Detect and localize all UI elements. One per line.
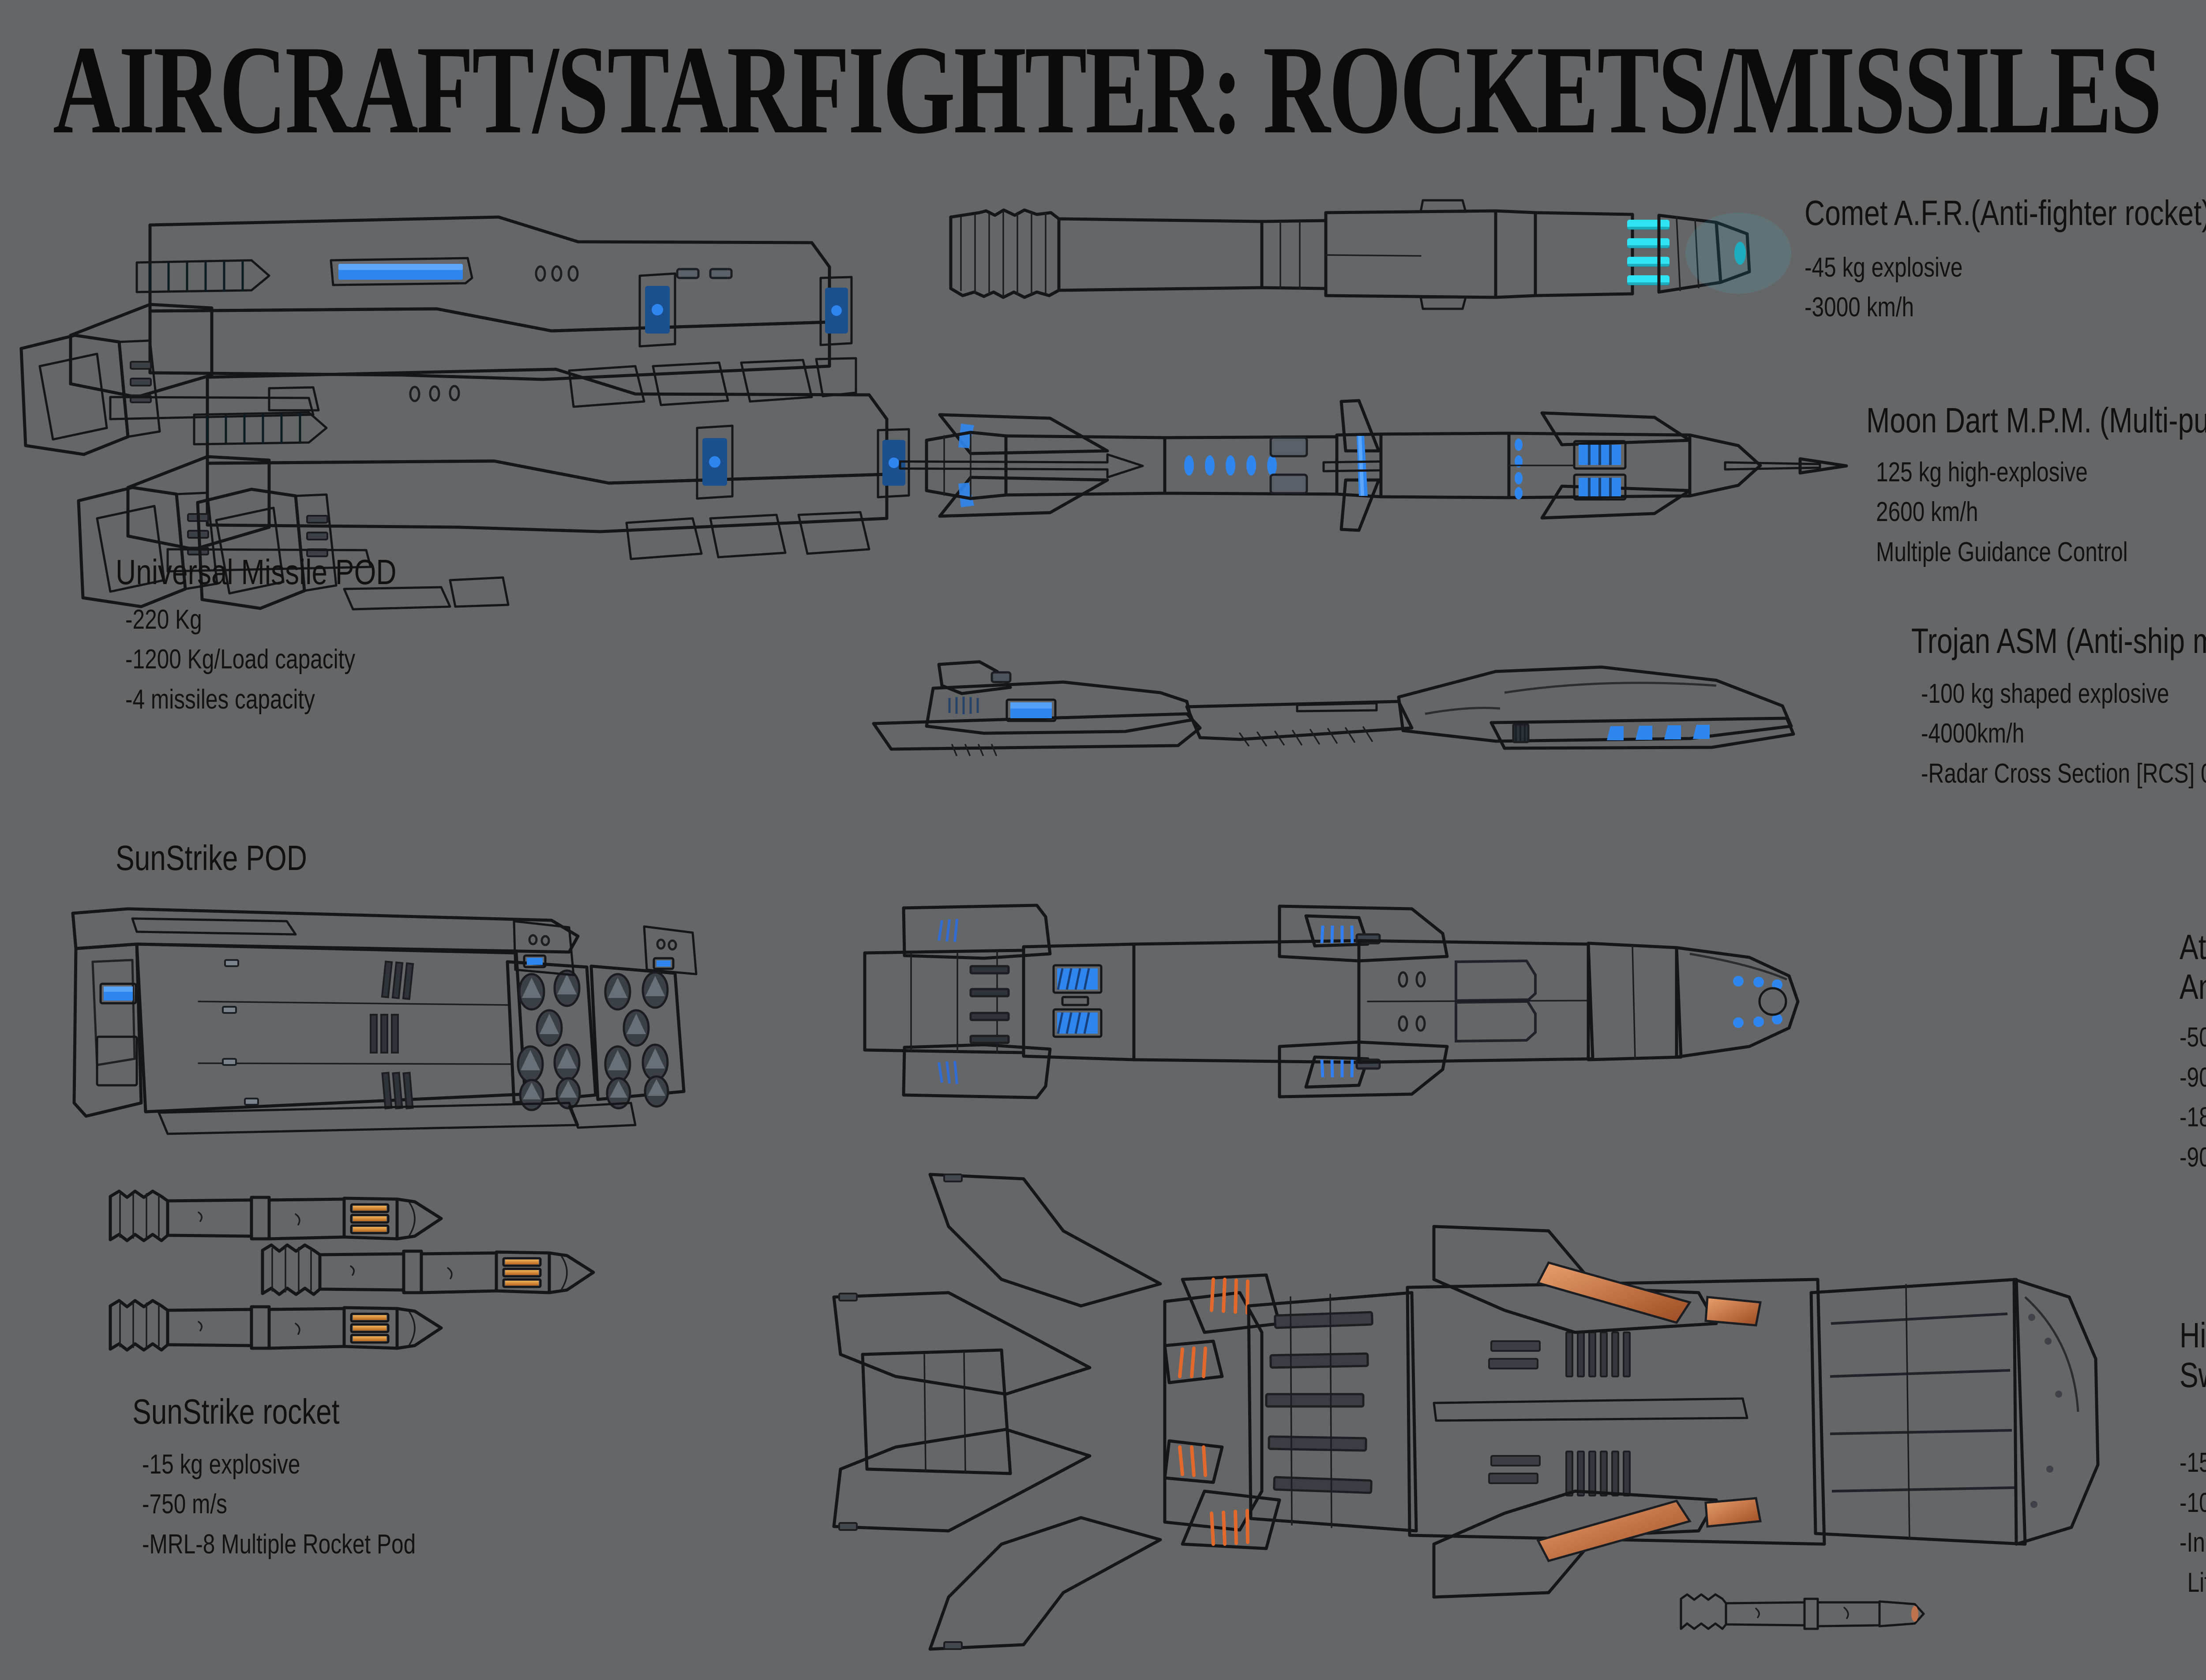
- spec-line: Multiple Guidance Control: [1876, 536, 2128, 567]
- spec-line: -MRL-8 Multiple Rocket Pod: [142, 1529, 416, 1560]
- entry-name-universal-missile-pod: Universal Missile POD: [116, 552, 397, 592]
- artwork-universal-missile-pod: [4, 190, 910, 611]
- entry-name-aten-asbm-line2: Anti-ship ballistic missile: [2180, 967, 2206, 1006]
- entry-name-hive-adm-line2: Swarm missile: [2180, 1355, 2206, 1395]
- spec-line: -220 Kg: [125, 604, 202, 635]
- artwork-comet-rocket: [909, 190, 1791, 313]
- spec-line: -100 kg shaped explosive: [1921, 678, 2169, 709]
- spec-line: -900 kg kinetic missile weight: [2180, 1062, 2206, 1093]
- entry-name-trojan-asm: Trojan ASM (Anti-ship missile): [1911, 621, 2206, 660]
- entry-moon-dart-mpm: Moon Dart M.P.M. (Multi-purpose missile)…: [1866, 401, 2206, 572]
- spec-line: -500 kg hi-ex: [2180, 1022, 2206, 1053]
- spec-line: -45 kg explosive: [1805, 252, 1963, 283]
- entry-universal-missile-pod: Universal Missile POD -220 Kg -1200 Kg/L…: [116, 552, 467, 720]
- page-title: AIRCRAFT/STARFIGHTER: ROCKETS/MISSILES: [53, 19, 2162, 160]
- entry-name-comet-afr: Comet A.F.R.(Anti-fighter rocket): [1805, 193, 2206, 232]
- spec-line: -1200 Kg/Load capacity: [125, 644, 356, 675]
- spec-line: -4000km/h: [1921, 718, 2025, 749]
- entry-name-sunstrike-rocket: SunStrike rocket: [132, 1392, 340, 1431]
- spec-line: -Radar Cross Section [RCS] 0.004 m squar…: [1921, 758, 2206, 789]
- entry-trojan-asm: Trojan ASM (Anti-ship missile) -100 kg s…: [1911, 621, 2206, 794]
- artwork-sunstrike-rockets: [106, 1187, 635, 1368]
- spec-line: -4 missiles capacity: [125, 684, 315, 715]
- entry-hive-adm: Hive ADM Area Denial/ Swarm missile -15k…: [2180, 1316, 2206, 1603]
- spec-line: -750 m/s: [142, 1489, 227, 1520]
- artwork-moon-dart-missile: [860, 388, 1853, 543]
- spec-line: -15 kg explosive: [142, 1449, 300, 1480]
- artwork-hive-adm: [816, 1147, 2149, 1676]
- spec-line: -1000 km/h: [2180, 1487, 2206, 1518]
- spec-line: -9000km hr terminal speed: [2180, 1142, 2206, 1173]
- entry-comet-afr: Comet A.F.R.(Anti-fighter rocket) -45 kg…: [1805, 193, 2206, 328]
- artwork-trojan-asm: [852, 640, 1871, 763]
- spec-line: 2600 km/h: [1876, 497, 1978, 528]
- artwork-aten-asbm: [838, 891, 2127, 1112]
- entry-name-hive-adm-line1: Hive ADM Area Denial/: [2180, 1316, 2206, 1355]
- entry-sunstrike-rocket: SunStrike rocket -15 kg explosive -750 m…: [132, 1392, 484, 1564]
- entry-name-sunstrike-pod: SunStrike POD: [116, 838, 307, 878]
- artwork-sunstrike-pod: [49, 896, 816, 1143]
- spec-line: -3000 km/h: [1805, 292, 1914, 323]
- spec-line: Lifespan [battery]: 196 hours: [2187, 1567, 2206, 1598]
- entry-name-aten-asbm-line1: Aten ASBM: [2180, 927, 2206, 967]
- spec-line: -Independent Operations: [2180, 1527, 2206, 1558]
- entry-sunstrike-pod: SunStrike POD: [116, 838, 355, 878]
- entry-name-moon-dart-mpm: Moon Dart M.P.M. (Multi-purpose missile): [1866, 401, 2206, 440]
- spec-line: -1800km/h cruise: [2180, 1102, 2206, 1133]
- spec-line: 125 kg high-explosive: [1876, 457, 2088, 488]
- entry-aten-asbm: Aten ASBM Anti-ship ballistic missile -5…: [2180, 927, 2206, 1178]
